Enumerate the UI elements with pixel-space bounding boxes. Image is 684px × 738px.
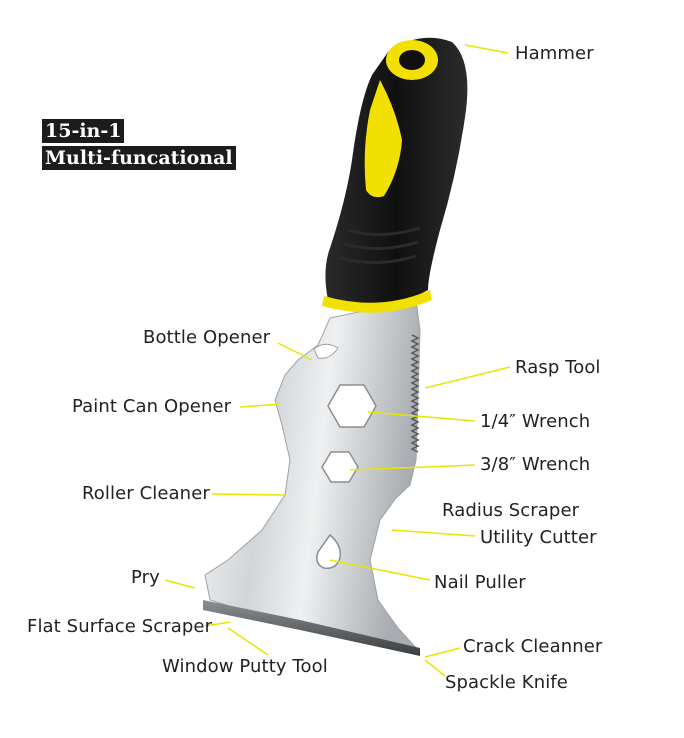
- bottle-opener-notch: [313, 343, 339, 359]
- label-wrench-three-eighths: 3/8″ Wrench: [480, 454, 591, 475]
- leader-flat-surface: [204, 621, 231, 627]
- label-wrench-quarter: 1/4″ Wrench: [480, 411, 591, 432]
- label-hammer: Hammer: [515, 43, 594, 64]
- blade: [203, 299, 421, 656]
- label-utility-cutter: Utility Cutter: [480, 527, 597, 548]
- leader-paint-can-opener: [239, 403, 281, 408]
- nail-puller-hole: [316, 533, 342, 570]
- label-paint-can-opener: Paint Can Opener: [72, 396, 232, 417]
- blade-edge: [203, 600, 420, 656]
- leader-spackle-knife: [424, 659, 446, 677]
- hex-hole-large: [327, 384, 377, 428]
- handle-yellow-insert: [364, 80, 402, 198]
- leader-window-putty: [227, 627, 269, 656]
- label-spackle-knife: Spackle Knife: [445, 672, 568, 693]
- leader-bottle-opener: [277, 342, 313, 361]
- label-nail-puller: Nail Puller: [434, 572, 526, 593]
- rasp-teeth: [410, 334, 420, 453]
- blade-body: [204, 299, 421, 651]
- label-pry: Pry: [131, 567, 160, 588]
- leader-wrench-quarter: [367, 411, 476, 422]
- leader-pry: [164, 579, 196, 589]
- leader-wrench-three-eighths: [349, 464, 476, 471]
- handle-grip: [325, 37, 468, 305]
- label-flat-surface-scraper: Flat Surface Scraper: [27, 616, 213, 637]
- label-roller-cleaner: Roller Cleaner: [82, 483, 210, 504]
- leader-utility-cutter: [391, 529, 476, 537]
- hammer-cap-hole: [399, 50, 425, 70]
- title-line-2: Multi-funcational: [42, 146, 236, 170]
- leader-crack-cleaner: [424, 647, 461, 658]
- label-window-putty-tool: Window Putty Tool: [162, 656, 328, 677]
- leader-rasp-tool: [424, 366, 511, 389]
- title-line-1: 15-in-1: [42, 119, 125, 143]
- label-radius-scraper: Radius Scraper: [442, 500, 580, 521]
- label-rasp-tool: Rasp Tool: [515, 357, 601, 378]
- leader-lines: [164, 44, 511, 677]
- hex-hole-small: [321, 451, 359, 483]
- handle-texture: [339, 226, 421, 265]
- handle-collar: [322, 290, 432, 313]
- label-crack-cleaner: Crack Cleanner: [463, 636, 603, 657]
- handle: [322, 37, 468, 313]
- leader-roller-cleaner: [211, 493, 286, 496]
- leader-hammer: [464, 44, 509, 54]
- leader-nail-puller: [329, 559, 431, 581]
- label-bottle-opener: Bottle Opener: [143, 327, 271, 348]
